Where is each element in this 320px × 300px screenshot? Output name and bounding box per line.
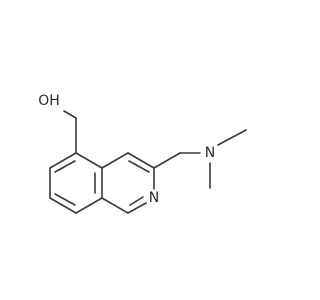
pyridine-ring (101, 152, 155, 214)
ring-nitrogen-label: N (149, 190, 159, 206)
canvas-background (0, 0, 300, 300)
bond-c5-c6-inner (54, 160, 76, 173)
bond-c5-c6 (49, 152, 77, 169)
hydroxymethyl-group (63, 110, 77, 154)
bond-ch2-o (63, 110, 77, 119)
bond-c7-c8-inner (54, 193, 76, 206)
molecule-structure: OH N N (0, 0, 300, 300)
bond-n-methyl-upper (217, 129, 247, 146)
bond-c8-c8a (75, 197, 103, 214)
bond-c1-c8a (101, 197, 129, 214)
amine-nitrogen-label: N (205, 145, 215, 161)
bond-c7-c8 (49, 197, 77, 214)
bond-c4a-c4 (101, 152, 129, 169)
bond-n2-c1-inner (129, 196, 144, 206)
hydroxyl-label: OH (38, 93, 60, 109)
bond-c4-c3-inner (128, 160, 150, 173)
bond-c4a-c5 (75, 152, 103, 169)
bond-c4-c3 (127, 152, 155, 169)
dimethylaminomethyl-group (153, 129, 247, 189)
bond-n2-c1 (127, 202, 147, 214)
benzene-ring (49, 152, 103, 214)
bond-c3-ch2 (153, 152, 181, 169)
